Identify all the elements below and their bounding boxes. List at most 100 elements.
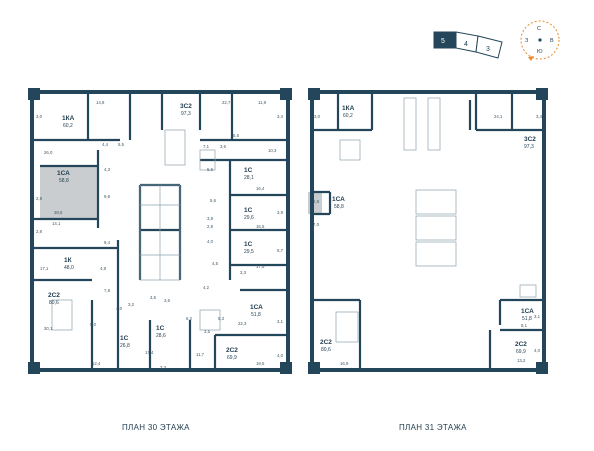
- plan30-unit-labels: 1КА 60,2 3С2 97,3 1СА 58,8 1С 28,1 1С 29…: [48, 103, 263, 361]
- room-area: 10,3: [268, 148, 277, 153]
- room-area: 7,8: [104, 288, 111, 293]
- room-area: 19,5: [256, 361, 265, 366]
- unit-name: 1С: [244, 167, 253, 174]
- unit-area: 58,8: [334, 204, 344, 210]
- plan30-corner-nw: [28, 88, 40, 100]
- unit-area: 60,2: [63, 123, 73, 129]
- unit-name: 2С2: [48, 292, 60, 299]
- room-area: 3,6: [164, 298, 171, 303]
- unit-area: 69,9: [227, 355, 237, 361]
- room-area: 4,5: [212, 261, 219, 266]
- unit-name: 1СА: [332, 196, 345, 203]
- room-area: 17,4: [145, 350, 154, 355]
- room-area: 3,1: [534, 314, 541, 319]
- room-area: 3,0: [314, 114, 321, 119]
- room-area: 2,8: [36, 196, 43, 201]
- unit-name: 1С: [244, 207, 253, 214]
- room-area: 30,1: [44, 326, 53, 331]
- section-key: 5 4 3: [433, 31, 503, 59]
- unit-area: 80,6: [49, 300, 59, 306]
- plan31-corner-sw: [308, 362, 320, 374]
- unit-area: 28,1: [244, 175, 254, 181]
- compass-letter-south: Ю: [537, 49, 543, 55]
- room-area: 14,8: [96, 100, 105, 105]
- plan31-room-labels: 3,0 3,4 24,1 2,8 7,0 3,1 8,1 4,0 16,9 13…: [313, 114, 543, 366]
- plan-30: 1КА 60,2 3С2 97,3 1СА 58,8 1С 28,1 1С 29…: [28, 88, 292, 432]
- compass-rose: С В Ю З: [520, 20, 560, 61]
- plan30-caption: ПЛАН 30 ЭТАЖА: [122, 423, 190, 432]
- room-area: 4,8: [100, 266, 107, 271]
- room-area: 3,5: [150, 295, 157, 300]
- room-area: 6,2: [186, 316, 193, 321]
- plan31-caption: ПЛАН 31 ЭТАЖА: [399, 423, 467, 432]
- section-segment-5[interactable]: [433, 31, 457, 49]
- room-area: 2,8: [313, 199, 320, 204]
- plan31-corner-ne: [536, 88, 548, 100]
- unit-area: 51,8: [522, 316, 532, 322]
- unit-name: 3С2: [180, 103, 192, 110]
- room-area: 4,0: [534, 348, 541, 353]
- room-area: 5,5: [118, 142, 125, 147]
- room-area: 3,6: [220, 144, 227, 149]
- room-area: 4,2: [203, 285, 210, 290]
- plan30-corner-ne: [280, 88, 292, 100]
- unit-name: 1СА: [250, 304, 263, 311]
- room-area: 7,0: [313, 222, 320, 227]
- room-area: 8,1: [521, 323, 528, 328]
- unit-area: 97,3: [524, 144, 534, 150]
- room-area: 2,8: [36, 229, 43, 234]
- compass-circle: [520, 20, 560, 60]
- room-area: 5,5: [233, 133, 240, 138]
- unit-area: 29,6: [244, 215, 254, 221]
- room-area: 9,8: [104, 194, 111, 199]
- unit-name: 1КА: [342, 105, 355, 112]
- plan31-corner-nw: [308, 88, 320, 100]
- unit-area: 69,9: [516, 349, 526, 355]
- room-area: 16,9: [340, 361, 349, 366]
- unit-name: 1С: [244, 241, 253, 248]
- room-area: 3,4: [536, 114, 543, 119]
- room-area: 2,8: [207, 224, 214, 229]
- room-area: 28,5: [54, 210, 63, 215]
- unit-name: 1С: [156, 325, 165, 332]
- room-area: 16,5: [256, 224, 265, 229]
- plan30-corner-se: [280, 362, 292, 374]
- unit-name: 1К: [64, 257, 72, 264]
- unit-area: 48,0: [64, 265, 74, 271]
- room-area: 3,4: [277, 114, 284, 119]
- unit-area: 58,8: [59, 178, 69, 184]
- unit-name: 2С2: [226, 347, 238, 354]
- room-area: 3,3: [160, 365, 167, 370]
- plan30-corner-sw: [28, 362, 40, 374]
- unit-name: 1КА: [62, 115, 75, 122]
- compass-letter-west: З: [525, 38, 529, 44]
- room-area: 9,4: [104, 240, 111, 245]
- room-area: 5,6: [207, 167, 214, 172]
- unit-area: 51,8: [251, 312, 261, 318]
- unit-highlight-1ca[interactable]: [40, 166, 98, 219]
- unit-name: 1С: [120, 335, 129, 342]
- plan31-corner-se: [536, 362, 548, 374]
- room-area: 4,0: [207, 239, 214, 244]
- room-area: 3,3: [240, 270, 247, 275]
- room-area: 22,3: [238, 321, 247, 326]
- plan-31: 1КА 60,2 3С2 97,3 1СА 58,8 1СА 51,8 2С2 …: [308, 88, 548, 432]
- room-area: 4,0: [277, 353, 284, 358]
- room-area: 16,4: [256, 186, 265, 191]
- room-area: 5,7: [277, 248, 284, 253]
- unit-name: 3С2: [524, 136, 536, 143]
- room-area: 4,4: [102, 142, 109, 147]
- room-area: 3,9: [277, 210, 284, 215]
- room-area: 7,1: [203, 144, 210, 149]
- section-segment-label-3: 3: [486, 46, 490, 53]
- unit-name: 1СА: [521, 308, 534, 315]
- room-area: 11,7: [196, 352, 205, 357]
- unit-area: 80,6: [321, 347, 331, 353]
- section-segment-label-4: 4: [464, 41, 468, 48]
- plan31-outer-wall: [310, 90, 546, 372]
- room-area: 4,3: [104, 167, 111, 172]
- room-area: 3,1: [277, 319, 284, 324]
- room-area: 3,8: [207, 216, 214, 221]
- section-segment-3[interactable]: [475, 35, 503, 59]
